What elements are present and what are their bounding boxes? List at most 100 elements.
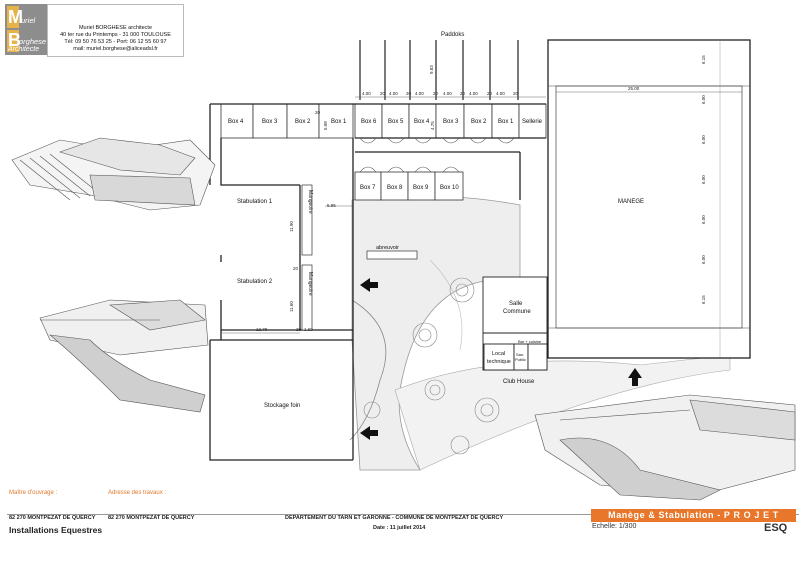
echelle-text: Echelle: 1/300: [592, 523, 637, 530]
view-3d-midleft: [39, 299, 209, 413]
label-box-7: Box 7: [360, 185, 376, 191]
architect-name: Muriel BORGHESE architecte: [78, 25, 153, 31]
dim-10: 20: [487, 91, 493, 96]
dim-corridor: 5.95: [327, 203, 336, 208]
manege: [547, 39, 751, 359]
adresse-value: 82 270 MONTPEZAT DE QUERCY: [108, 515, 195, 521]
label-box-2: Box 2: [471, 119, 487, 125]
paddock-fences: [359, 40, 519, 100]
dim-2: 20: [380, 91, 386, 96]
label-stabulation-2: Stabulation 2: [237, 279, 273, 285]
dim-stab-a: 11.90: [289, 221, 294, 232]
label-mangeoire-2: Mangeoire: [307, 272, 313, 296]
logo-word-1: uriel: [21, 16, 36, 25]
dim-5: 4.00: [415, 91, 424, 96]
dim-manege-side-1: 6.15: [701, 55, 706, 64]
label-abreuvoir: abreuvoir: [376, 245, 399, 251]
maitre-label: Maître d'ouvrage :: [9, 490, 58, 496]
dim-manege-width: 25.00: [628, 86, 640, 91]
label-box-6: Box 6: [361, 119, 377, 125]
dimension-lines: [221, 91, 742, 334]
dim-11: 4.00: [496, 91, 505, 96]
dim-8: 20: [460, 91, 466, 96]
view-3d-topleft: [11, 137, 216, 211]
dim-9: 4.00: [469, 91, 478, 96]
adresse-label: Adresse des travaux :: [108, 490, 167, 496]
dim-manege-side-3: 6.00: [701, 135, 706, 144]
dim-stab-small-2: 1.60: [304, 327, 313, 332]
dim-manege-side-7: 6.15: [701, 295, 706, 304]
trees: [363, 277, 500, 455]
logo-word-3: Architecte: [8, 46, 40, 53]
abreuvoir: [366, 250, 418, 260]
entrance-arrows: [360, 278, 642, 440]
dim-stab-w: 12.70: [256, 327, 268, 332]
label-local: Local: [492, 351, 505, 357]
code-text: ESQ: [764, 522, 788, 534]
label-public: Public: [515, 357, 526, 362]
label-manege: MANEGE: [618, 199, 644, 205]
label-left-box-1: Box 1: [331, 119, 347, 125]
label-club-house: Club House: [503, 379, 535, 385]
label-bar-cuisine: Bar + cuisine: [518, 339, 542, 344]
label-box-10: Box 10: [440, 185, 459, 191]
label-salle: Salle: [509, 301, 523, 307]
project-name: Installations Equestres: [9, 525, 103, 535]
label-mangeoire-1: Mangeoire: [307, 190, 313, 214]
label-left-box-2: Box 2: [295, 119, 311, 125]
architect-address: 40 ter rue du Printemps - 31 000 TOULOUS…: [60, 32, 171, 38]
dim-12: 20: [513, 91, 519, 96]
view-3d-bottomright: [534, 394, 796, 501]
mangeoire-1: [301, 184, 313, 256]
dim-stab-b: 11.60: [289, 301, 294, 312]
architect-phone: Tél: 09 50 76 53 25 - Port: 06 12 55 60 …: [64, 39, 167, 45]
architect-logo: M uriel B orghese Architecte: [5, 4, 47, 55]
door-arcs: [359, 137, 515, 173]
logo-letter-b: B: [8, 30, 21, 50]
dim-paddock: 9.83: [429, 65, 434, 74]
dim-box-w: 20: [315, 110, 321, 115]
project-title: Manège & Stabulation - P R O J E T: [591, 509, 796, 522]
dim-manege-side-5: 6.00: [701, 215, 706, 224]
label-box-8: Box 8: [387, 185, 403, 191]
boxes-middle: [354, 171, 464, 201]
dim-manege-side-4: 6.00: [701, 175, 706, 184]
label-box-4: Box 4: [414, 119, 430, 125]
label-commune: Commune: [503, 309, 531, 315]
label-left-box-4: Box 4: [228, 119, 244, 125]
dim-1: 4.00: [362, 91, 371, 96]
dim-stab-small-1: 20: [293, 266, 299, 271]
titleblock-rule: [7, 514, 799, 515]
label-box-3: Box 3: [443, 119, 459, 125]
club-house: [482, 276, 548, 371]
dim-box-side: 5.08: [323, 121, 328, 130]
label-box-5: Box 5: [388, 119, 404, 125]
label-stockage: Stockage foin: [264, 403, 300, 409]
boxes-top-right: [354, 103, 547, 139]
label-left-box-3: Box 3: [262, 119, 278, 125]
dim-stab-small-3: 20: [296, 327, 302, 332]
label-sellerie: Sellerie: [522, 119, 543, 125]
building-walls: [209, 103, 546, 461]
date-text: Date : 11 juillet 2014: [373, 525, 426, 531]
logo-letter-m: M: [8, 7, 23, 27]
dim-4: 20: [406, 91, 412, 96]
label-san: San.: [516, 352, 524, 357]
label-stabulation-1: Stabulation 1: [237, 199, 273, 205]
departement-text: DEPARTEMENT DU TARN ET GARONNE - COMMUNE…: [285, 515, 504, 521]
mangeoire-2: [301, 264, 313, 331]
dim-manege-side-2: 6.00: [701, 95, 706, 104]
path-lower: [394, 354, 731, 471]
dim-manege-side-6: 6.00: [701, 255, 706, 264]
label-box-1: Box 1: [498, 119, 514, 125]
architect-mail: mail: muriel.borghese@aliceadsl.fr: [73, 46, 158, 52]
label-technique: technique: [487, 359, 511, 365]
dim-box-mid: 4.75: [430, 121, 435, 130]
maitre-value: 82 270 MONTPEZAT DE QUERCY: [9, 515, 96, 521]
label-box-9: Box 9: [413, 185, 429, 191]
label-paddocks: Paddoks: [441, 32, 464, 38]
architect-card: Muriel BORGHESE architecte 40 ter rue du…: [47, 4, 184, 57]
logo-word-2: orghese: [19, 37, 47, 46]
dim-3: 4.00: [389, 91, 398, 96]
